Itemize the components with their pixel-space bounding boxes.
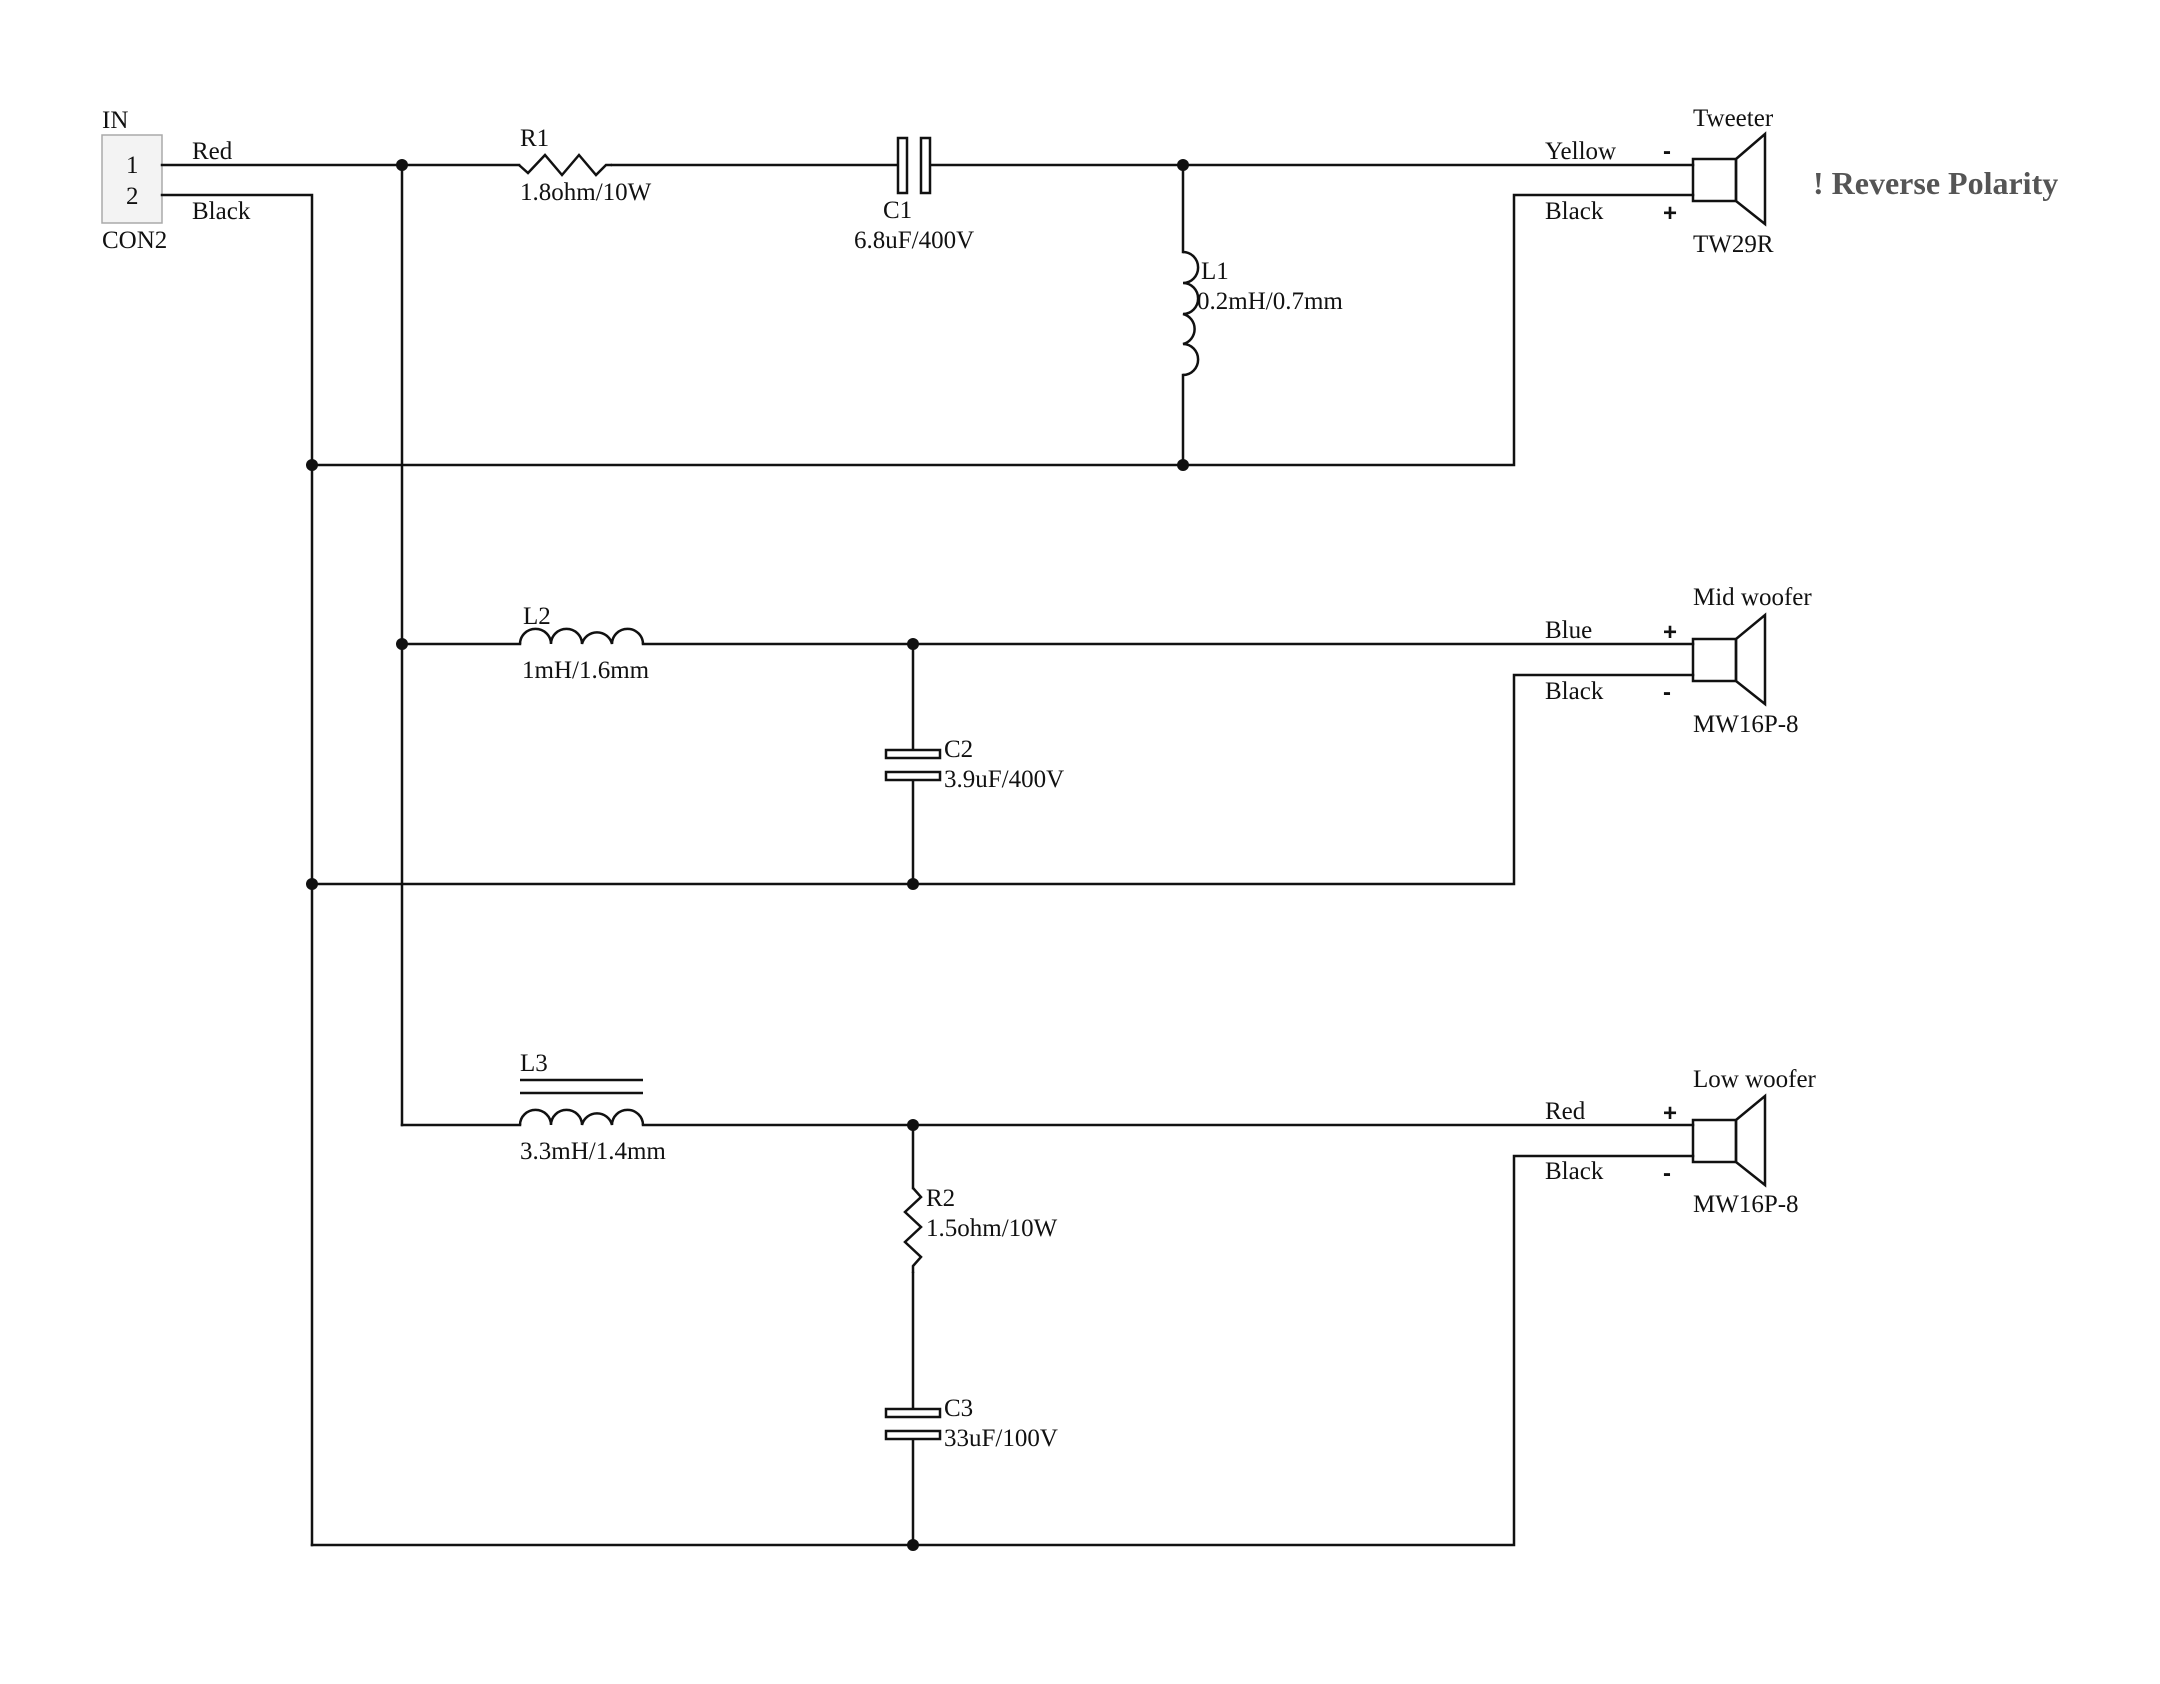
c2-name: C2 bbox=[944, 736, 973, 763]
inductor-l2: L2 1mH/1.6mm bbox=[518, 603, 650, 684]
low-woofer-wire-bottom: Black bbox=[1545, 1158, 1604, 1185]
capacitor-c2: C2 3.9uF/400V bbox=[884, 736, 1064, 793]
r1-name: R1 bbox=[520, 125, 549, 152]
tweeter-polarity-top: - bbox=[1663, 138, 1671, 165]
tweeter-wire-bottom: Black bbox=[1545, 198, 1604, 225]
c3-name: C3 bbox=[944, 1395, 973, 1422]
c3-value: 33uF/100V bbox=[944, 1425, 1058, 1452]
l3-name: L3 bbox=[520, 1050, 548, 1077]
connector-pin-1: 1 bbox=[126, 152, 139, 179]
low-woofer-polarity-bottom: - bbox=[1663, 1160, 1671, 1187]
l2-name: L2 bbox=[523, 603, 551, 630]
low-woofer-title: Low woofer bbox=[1693, 1066, 1817, 1093]
junction-dot bbox=[907, 638, 919, 650]
wire-label-black: Black bbox=[192, 198, 251, 225]
l1-value: 0.2mH/0.7mm bbox=[1197, 288, 1343, 315]
mid-woofer-wire-bottom: Black bbox=[1545, 678, 1604, 705]
junction-dot bbox=[907, 1119, 919, 1131]
mid-woofer-model: MW16P-8 bbox=[1693, 711, 1799, 738]
junction-dot bbox=[1177, 159, 1189, 171]
c1-value: 6.8uF/400V bbox=[854, 227, 974, 254]
c1-name: C1 bbox=[883, 197, 912, 224]
junctions bbox=[306, 159, 1189, 1551]
connector-pin-2: 2 bbox=[126, 183, 139, 210]
junction-dot bbox=[907, 878, 919, 890]
tweeter-speaker: Tweeter TW29R Yellow Black - + bbox=[1545, 105, 1774, 258]
resistor-r2: R2 1.5ohm/10W bbox=[903, 1185, 1058, 1273]
low-woofer-polarity-top: + bbox=[1663, 1100, 1677, 1127]
speaker-icon bbox=[1691, 612, 1767, 707]
junction-dot bbox=[306, 459, 318, 471]
low-woofer-speaker: Low woofer MW16P-8 Red Black + - bbox=[1545, 1066, 1817, 1218]
low-woofer-model: MW16P-8 bbox=[1693, 1191, 1799, 1218]
low-woofer-wire-top: Red bbox=[1545, 1098, 1586, 1125]
r1-value: 1.8ohm/10W bbox=[520, 179, 652, 206]
speaker-icon bbox=[1691, 131, 1767, 227]
junction-dot bbox=[907, 1539, 919, 1551]
mid-woofer-polarity-bottom: - bbox=[1663, 679, 1671, 706]
mid-woofer-speaker: Mid woofer MW16P-8 Blue Black + - bbox=[1545, 584, 1812, 738]
r2-value: 1.5ohm/10W bbox=[926, 1215, 1058, 1242]
c2-value: 3.9uF/400V bbox=[944, 766, 1064, 793]
junction-dot bbox=[396, 638, 408, 650]
l2-value: 1mH/1.6mm bbox=[522, 657, 650, 684]
junction-dot bbox=[396, 159, 408, 171]
wire-label-red: Red bbox=[192, 138, 233, 165]
tweeter-wire-top: Yellow bbox=[1545, 138, 1616, 165]
junction-dot bbox=[306, 878, 318, 890]
tweeter-polarity-bottom: + bbox=[1663, 200, 1677, 227]
wiring bbox=[160, 163, 1695, 1547]
tweeter-title: Tweeter bbox=[1693, 105, 1774, 132]
mid-woofer-title: Mid woofer bbox=[1693, 584, 1812, 611]
junction-dot bbox=[1177, 459, 1189, 471]
inductor-l3: L3 3.3mH/1.4mm bbox=[518, 1050, 666, 1165]
reverse-polarity-note: ! Reverse Polarity bbox=[1813, 165, 2058, 201]
tweeter-model: TW29R bbox=[1693, 231, 1774, 258]
speaker-icon bbox=[1691, 1093, 1767, 1188]
inductor-l1: L1 0.2mH/0.7mm bbox=[1182, 250, 1343, 377]
l3-value: 3.3mH/1.4mm bbox=[520, 1138, 666, 1165]
connector-reference: CON2 bbox=[102, 227, 167, 254]
resistor-r1: R1 1.8ohm/10W bbox=[518, 125, 652, 206]
mid-woofer-wire-top: Blue bbox=[1545, 617, 1592, 644]
input-connector: IN 1 2 CON2 Red Black bbox=[101, 107, 251, 254]
mid-woofer-polarity-top: + bbox=[1663, 619, 1677, 646]
l1-name: L1 bbox=[1201, 258, 1229, 285]
connector-label: IN bbox=[102, 107, 128, 134]
r2-name: R2 bbox=[926, 1185, 955, 1212]
connector-body bbox=[101, 134, 163, 224]
capacitor-c3: C3 33uF/100V bbox=[884, 1395, 1058, 1452]
capacitor-c1: C1 6.8uF/400V bbox=[854, 136, 974, 254]
